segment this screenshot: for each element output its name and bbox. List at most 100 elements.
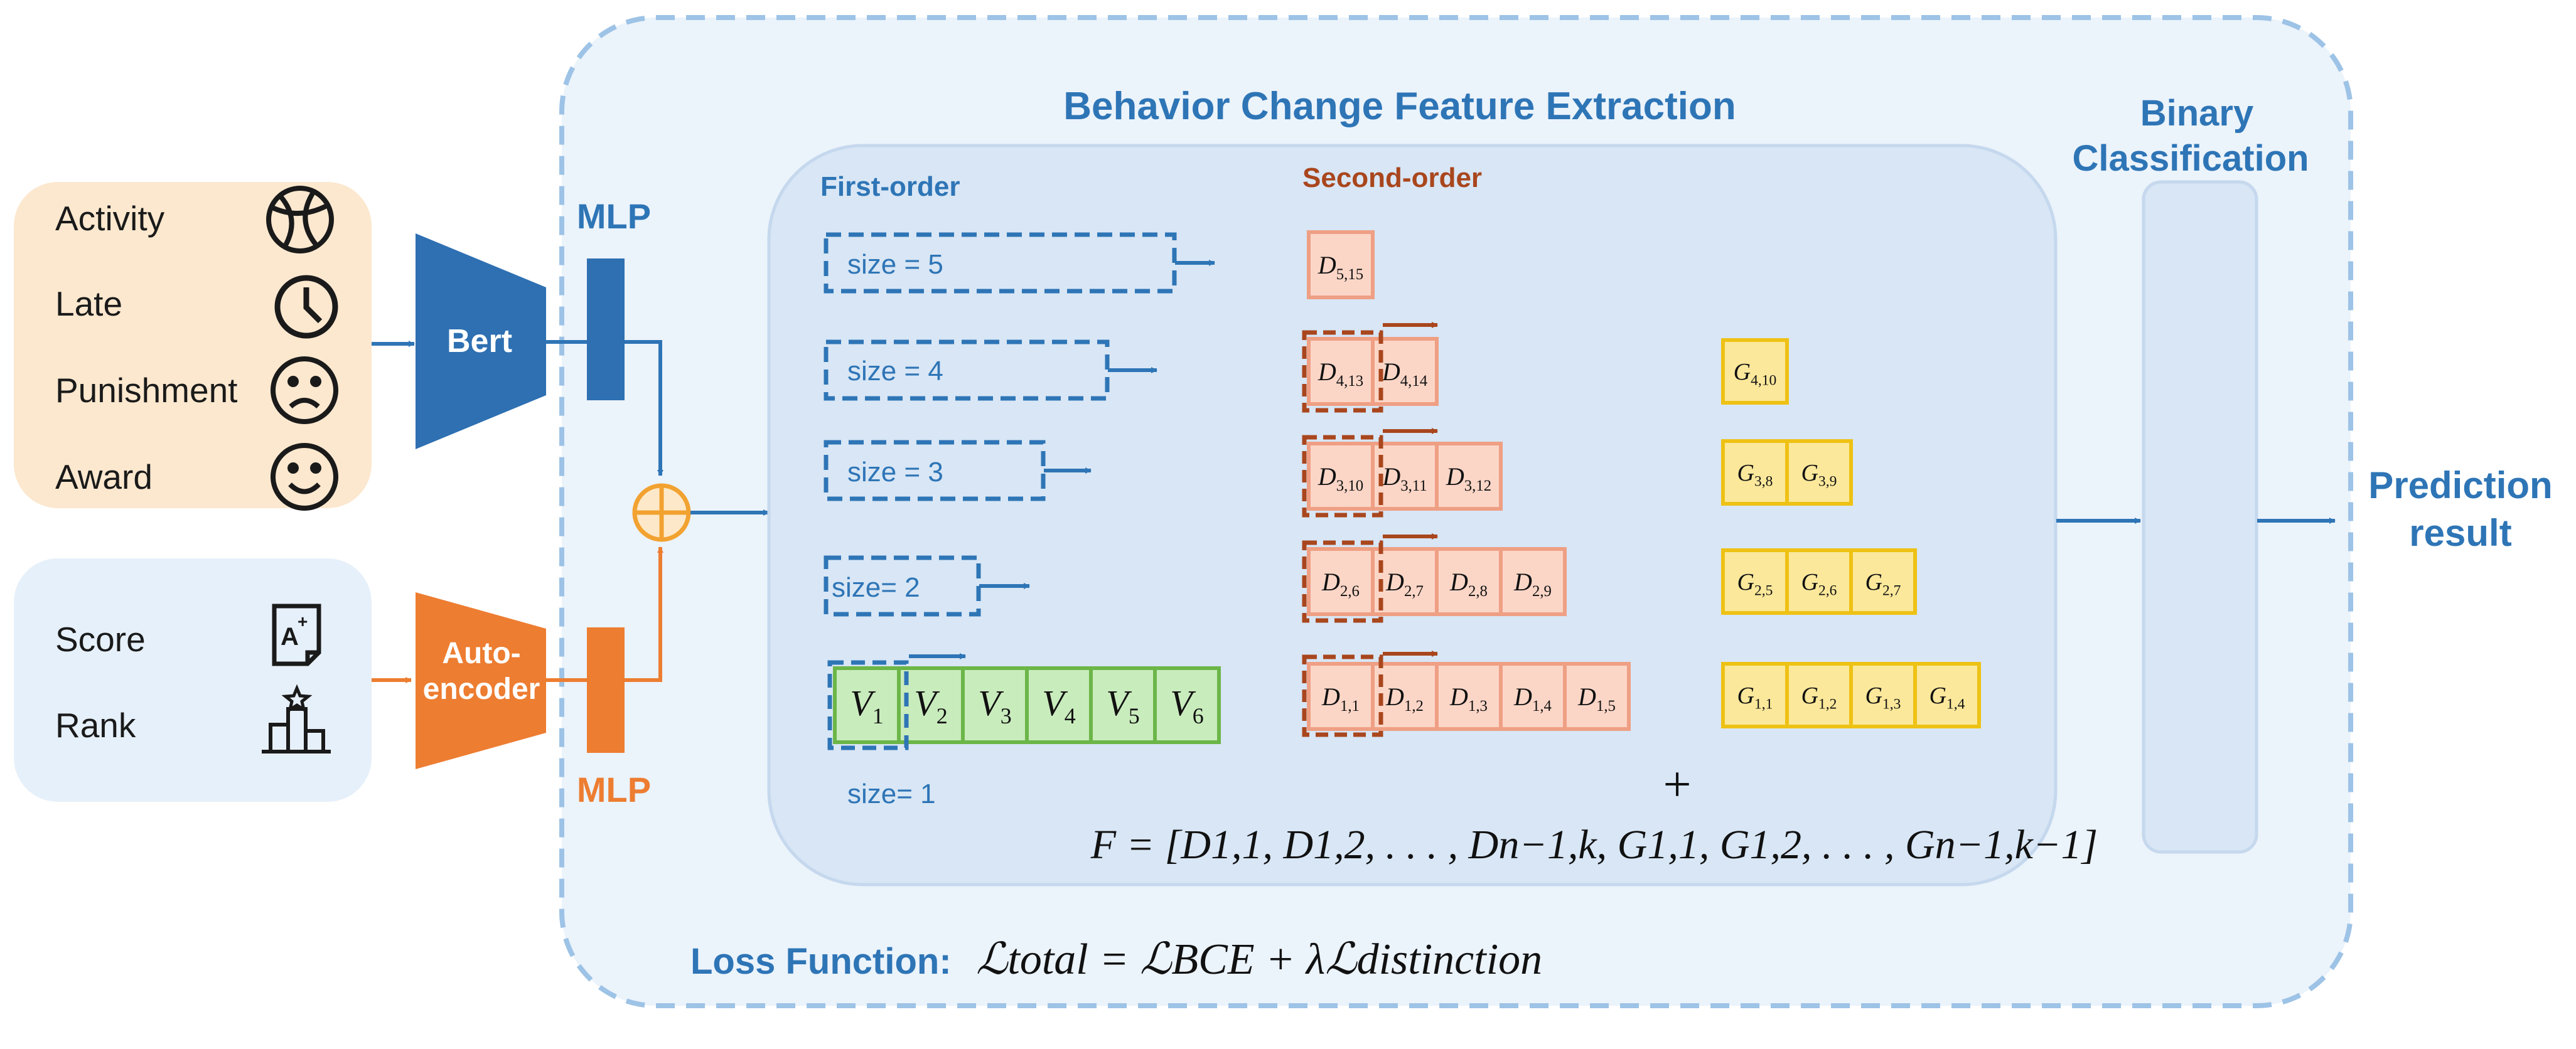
second-order-window-row4 [1302,330,1383,413]
g-cell [1785,439,1853,506]
behavior-label-late: Late [55,284,122,323]
d-cell-label: D4,13 [1318,358,1363,390]
autoencoder-label-line2: encoder [423,673,540,706]
d-cell [1435,442,1503,511]
d-cell-label: D1,5 [1577,683,1616,715]
window-size-5-label: size = 5 [847,249,943,280]
d-cell-label: D3,10 [1318,462,1363,494]
window-size-2 [824,555,981,617]
sum-icon [632,483,691,542]
prediction-label-line1: Prediction [2368,464,2552,506]
v-cell-label: V5 [1106,683,1139,728]
window-size-1-label: size= 1 [847,779,936,809]
d-cell-label: D5,15 [1318,251,1363,283]
mlp-top-label: MLP [577,196,651,236]
g-cell [1785,662,1853,728]
sad-face-icon [271,356,338,424]
score-card-icon: A + [272,604,321,666]
d-cell [1371,442,1439,511]
feature-extraction-panel [767,144,2058,887]
d-cell-label: D2,6 [1321,568,1360,600]
v-cell [961,666,1029,744]
plus-sign: + [1663,757,1691,812]
d-cell [1371,662,1439,731]
g-cell-label: G1,1 [1737,683,1773,712]
d-cell [1307,230,1375,299]
g-cell [1721,662,1789,728]
classification-label-line1: Binary [2140,93,2254,134]
g-cell-label: G2,6 [1801,569,1837,599]
first-order-label: First-order [820,171,960,202]
d-cell-label: D3,12 [1446,462,1491,494]
loss-function-formula: ℒtotal = ℒBCE + λℒdistinction [976,935,1542,984]
v-cell [1153,666,1221,744]
g-cell-label: G4,10 [1734,359,1777,388]
behavior-label-punishment: Punishment [55,371,237,410]
feature-formula: F = [D1,1, D1,2, . . . , Dn−1,k, G1,1, G… [1090,822,2098,868]
d-cell [1307,662,1375,731]
v-cell-label: V2 [914,683,947,728]
mlp-bottom-label: MLP [577,770,651,809]
mlp-top-to-sum-arrow [625,340,663,476]
smile-face-icon [271,443,338,511]
svg-text:+: + [298,612,308,631]
g-cell-label: G3,8 [1737,460,1773,489]
g-cell [1721,548,1789,615]
d-cell-label: D1,1 [1321,683,1360,715]
window-size-4-label: size = 4 [847,356,943,386]
bert-encoder [416,233,546,449]
d-cell-label: D2,9 [1513,568,1552,600]
d-cell [1371,337,1439,406]
d-cell [1499,547,1567,616]
classification-label-line2: Classification [2072,138,2309,179]
bert-label: Bert [447,323,512,359]
g-cell [1849,662,1917,728]
binary-classification-block [2142,180,2258,854]
mlp-bottom-to-sum-arrow [625,546,663,682]
loss-function-label: Loss Function: [690,941,952,982]
autoencoder [416,592,546,769]
g-cell-label: G3,9 [1801,460,1837,489]
second-order-window-row1 [1302,654,1383,737]
d-cell-label: D1,4 [1513,683,1552,715]
d-cell-label: D4,14 [1382,358,1428,390]
d-cell [1499,662,1567,731]
v-cell-label: V1 [850,683,883,728]
window-size-5 [824,232,1177,294]
behavior-label-activity: Activity [55,199,165,238]
autoencoder-label-line1: Auto- [442,637,520,670]
behavior-input-panel [14,182,372,508]
extraction-title: Behavior Change Feature Extraction [1063,85,1736,128]
window-size-4 [824,339,1110,401]
svg-text:A: A [281,623,299,651]
academic-input-panel [14,558,372,802]
window-size-1 [827,660,909,750]
window-size-2-label: size= 2 [832,572,920,603]
d-cell-label: D1,3 [1449,683,1488,715]
v-cell [1089,666,1157,744]
second-order-label: Second-order [1302,162,1482,193]
mlp-top-block [587,258,625,400]
d-cell-label: D2,7 [1385,568,1424,600]
second-order-window-row3 [1302,435,1383,518]
v-cell [833,666,901,744]
g-cell-label: G1,3 [1865,683,1901,712]
g-cell-label: G1,4 [1929,683,1965,712]
second-order-window-row2 [1302,540,1383,623]
behavior-label-award: Award [55,457,153,496]
g-cell [1849,548,1917,615]
d-cell [1435,547,1503,616]
v-cell-label: V6 [1170,683,1203,728]
d-cell [1307,547,1375,616]
g-cell [1913,662,1981,728]
d-cell [1563,662,1631,731]
clock-icon [274,275,338,339]
prediction-label-line2: result [2409,512,2511,554]
podium-icon [262,684,331,753]
g-cell-label: G1,2 [1801,683,1837,712]
d-cell [1435,662,1503,731]
g-cell-label: G2,7 [1865,569,1901,599]
